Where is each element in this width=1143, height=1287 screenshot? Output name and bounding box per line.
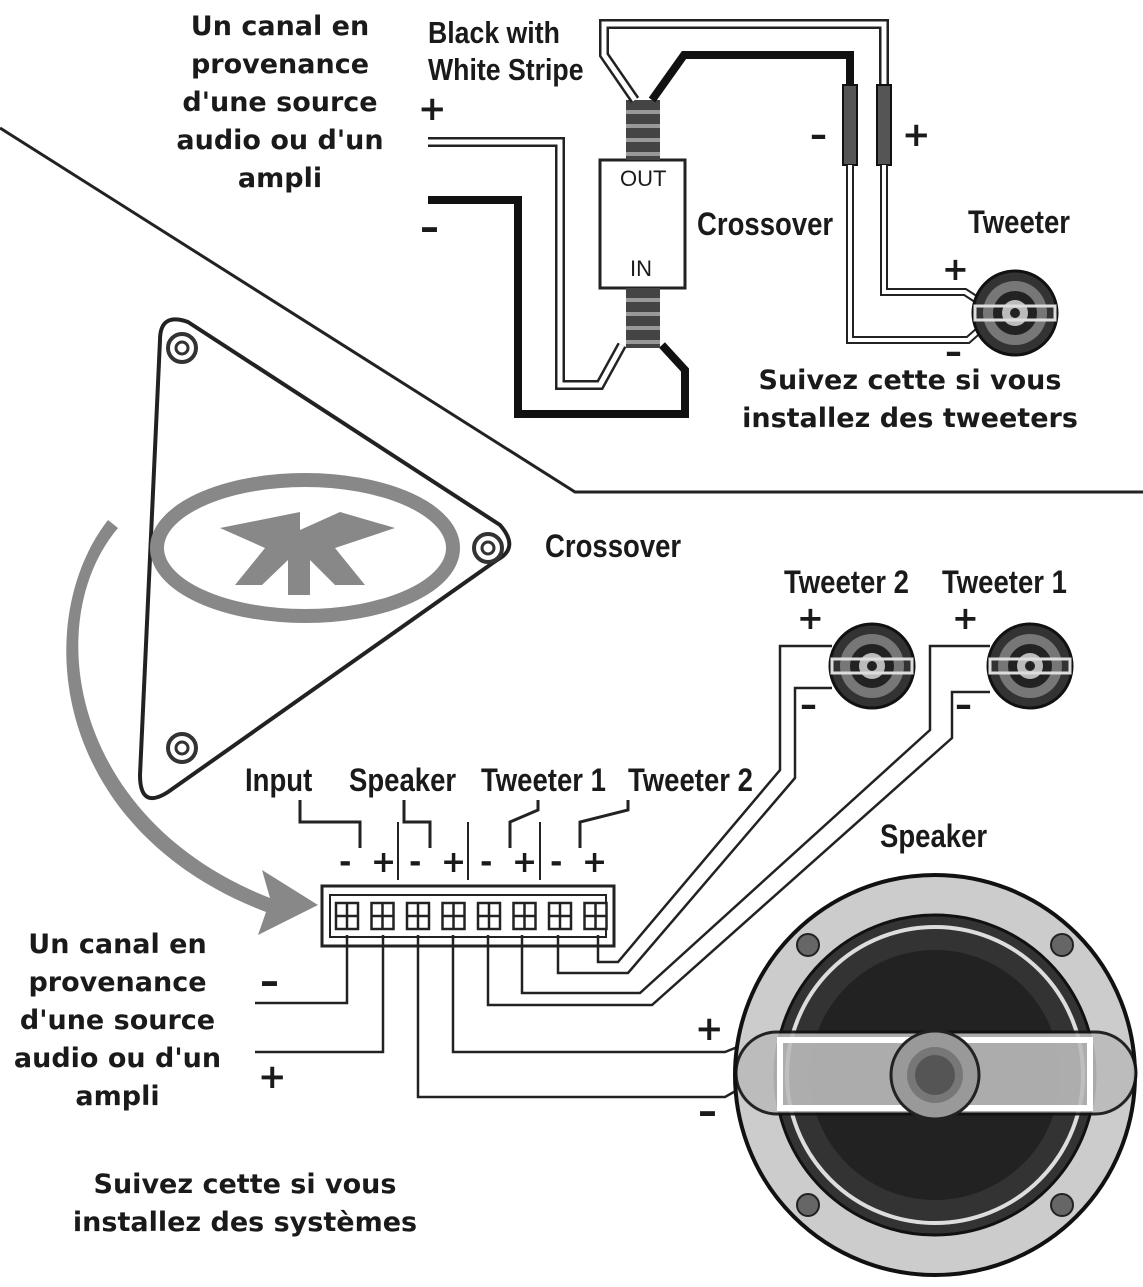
tweeter1-positive-wire	[520, 644, 990, 995]
top-connector-minus-sign: –	[810, 115, 827, 155]
terminal-sign-2: +	[371, 845, 397, 880]
screw-terminal	[547, 901, 573, 931]
terminal-sign-4: +	[441, 845, 467, 880]
top-out-label: OUT	[620, 166, 667, 191]
speaker-plus-sign: +	[695, 1009, 724, 1049]
tweeter1-plus-sign: +	[952, 599, 979, 637]
tweeter2-negative-wire	[556, 686, 832, 975]
bottom-source-caption: Un canal en provenance d'une source audi…	[13, 929, 222, 1112]
top-crossover-out-cable	[626, 100, 660, 160]
screw-terminal	[512, 901, 537, 931]
top-source-caption: Un canal en provenance d'une source audi…	[176, 11, 384, 194]
top-tweeter-icon	[971, 269, 1059, 357]
screw-terminal	[370, 901, 395, 931]
bottom-source-minus-sign: –	[260, 959, 279, 1003]
terminal-sign-7: -	[550, 845, 563, 880]
top-wire-label: Black with White Stripe	[428, 15, 584, 87]
top-tweeter-minus-sign: –	[945, 332, 962, 372]
top-crossover-label: Crossover	[697, 206, 834, 242]
top-negative-connector	[842, 84, 858, 166]
tweeter1-negative-wire	[486, 690, 990, 1007]
terminal-sign-8: +	[582, 845, 608, 880]
tweeter2-minus-sign: –	[800, 685, 817, 725]
screw-terminal	[405, 901, 431, 931]
bottom-source-negative-wire	[255, 935, 349, 1005]
bottom-source-plus-sign: +	[258, 1057, 287, 1097]
top-follow-caption: Suivez cette si vous installez des tweet…	[742, 365, 1078, 434]
bottom-crossover-label: Crossover	[545, 528, 682, 564]
screw-terminal	[441, 901, 466, 931]
tweeter1-icon	[986, 622, 1074, 710]
terminal-sign-5: -	[480, 845, 493, 880]
bottom-source-positive-wire	[255, 935, 385, 1054]
speaker-label: Speaker	[880, 818, 988, 854]
speaker-icon	[733, 873, 1138, 1277]
top-source-minus-sign: –	[420, 205, 439, 249]
top-source-plus-sign: +	[418, 89, 447, 129]
top-positive-connector	[876, 84, 892, 166]
top-connector-plus-sign: +	[902, 115, 931, 155]
terminal-group-speaker: Speaker	[349, 762, 457, 798]
screw-terminal	[334, 901, 360, 931]
bottom-follow-caption: Suivez cette si vous installez des systè…	[72, 1169, 418, 1238]
top-crossover-box	[598, 158, 687, 290]
speaker-minus-sign: –	[698, 1089, 717, 1133]
tweeter2-positive-wire	[596, 644, 832, 964]
terminal-sign-3: -	[409, 845, 422, 880]
tweeter1-label: Tweeter 1	[942, 564, 1067, 600]
terminal-group-tweeter1: Tweeter 1	[481, 762, 606, 798]
tweeter2-label: Tweeter 2	[784, 564, 909, 600]
top-source-negative-wire	[428, 196, 689, 418]
terminal-group-tweeter2: Tweeter 2	[628, 762, 753, 798]
top-tweeter-label: Tweeter	[968, 204, 1070, 240]
top-out-black-wire	[648, 51, 854, 103]
terminal-group-input: Input	[245, 762, 313, 798]
tweeter2-icon	[828, 622, 916, 710]
tweeter2-plus-sign: +	[797, 599, 824, 637]
top-in-label: IN	[630, 256, 652, 281]
top-tweeter-plus-sign: +	[942, 250, 969, 288]
tweeter1-minus-sign: –	[955, 685, 972, 725]
terminal-sign-1: -	[339, 845, 352, 880]
top-source-positive-wire	[428, 137, 627, 390]
panel-divider-line	[0, 126, 1143, 494]
top-crossover-in-cable	[626, 288, 660, 348]
screw-terminal	[476, 901, 502, 931]
brand-logo-icon	[150, 473, 460, 623]
curved-arrow-icon	[66, 520, 318, 935]
screw-terminal	[583, 901, 608, 931]
terminal-sign-6: +	[512, 845, 538, 880]
